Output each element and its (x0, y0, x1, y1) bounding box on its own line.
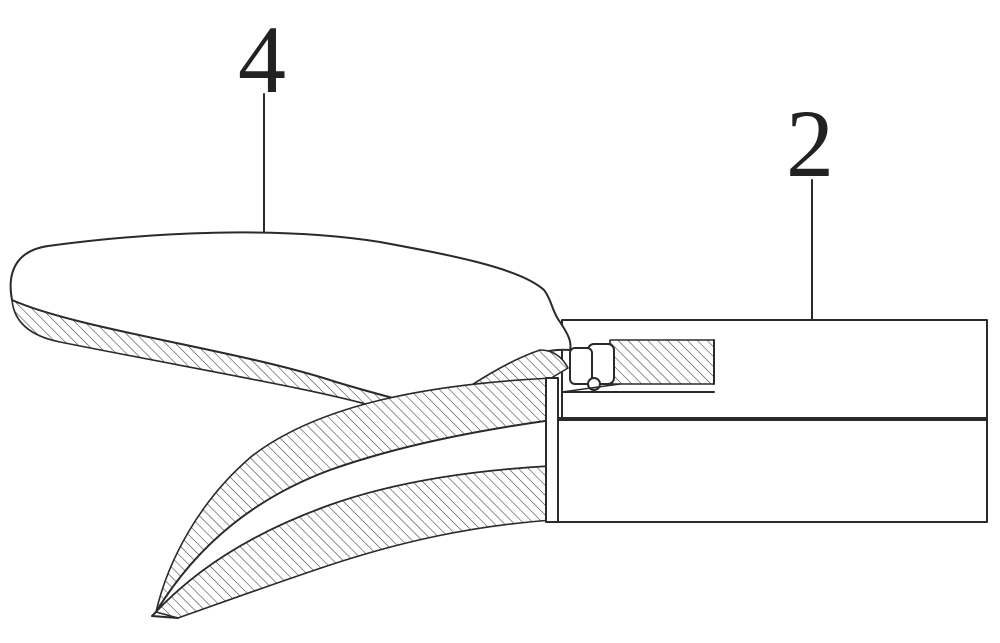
slider-pin (561, 339, 715, 393)
curved-jaw-blades (151, 377, 559, 619)
callout-label-2: 2 (786, 90, 834, 197)
callout-label-4: 4 (238, 6, 286, 113)
